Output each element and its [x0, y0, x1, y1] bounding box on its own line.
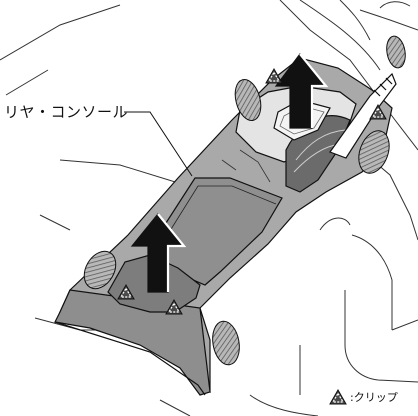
pull-up-arrow-rear — [130, 213, 187, 293]
clip-contact-areas — [83, 35, 406, 366]
part-label: リヤ・コンソール — [4, 103, 129, 121]
legend-text: :クリップ — [350, 391, 398, 404]
legend: :クリップ — [328, 386, 398, 408]
pull-up-arrow-front — [274, 53, 329, 129]
callout-leader-line — [124, 111, 193, 177]
clip-triangle-icon — [329, 388, 347, 405]
